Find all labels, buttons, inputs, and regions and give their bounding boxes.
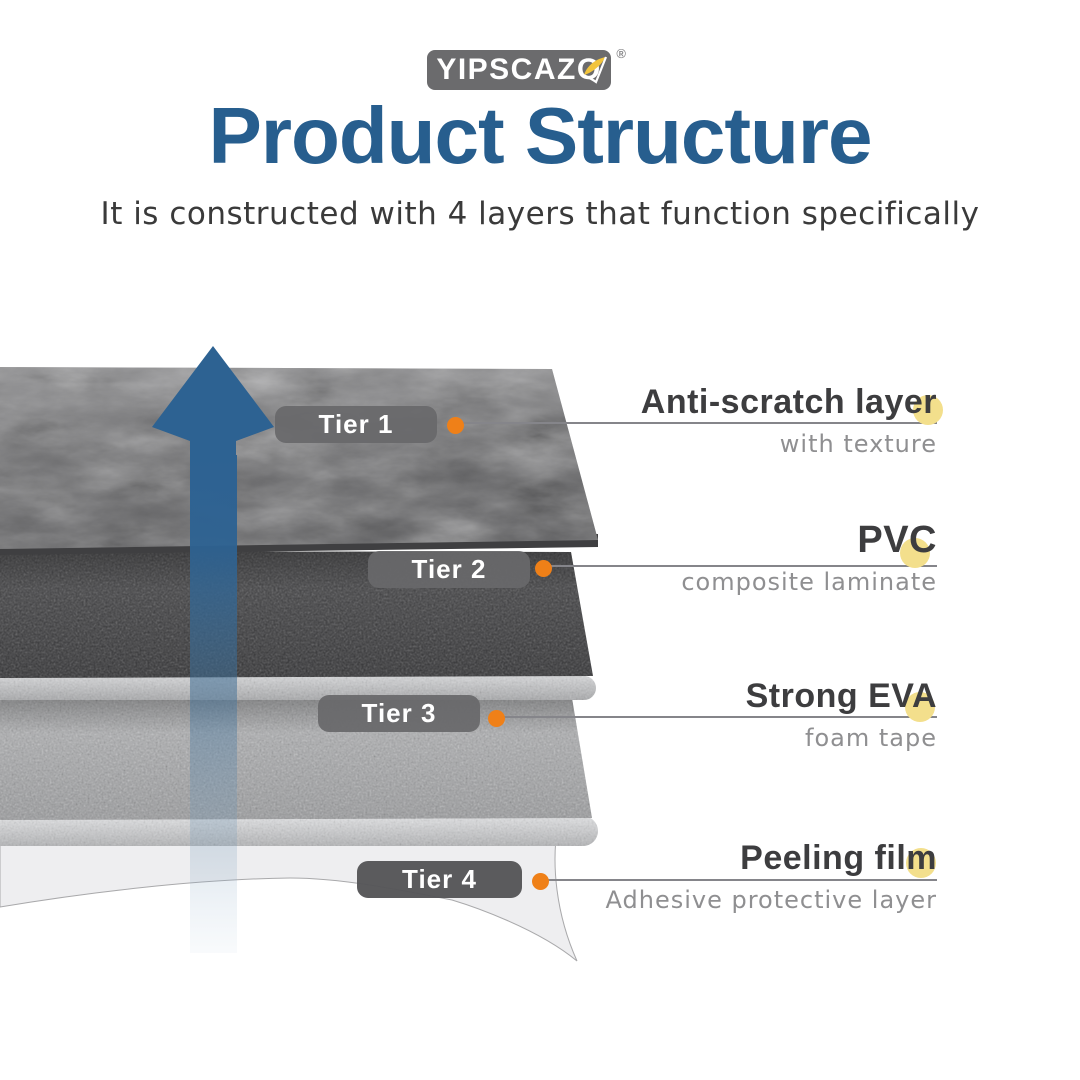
tier1-label: Anti-scratch layer [640, 383, 937, 421]
tier3-badge: Tier 3 [318, 695, 480, 732]
tier2-accent-dot-icon [900, 538, 930, 568]
logo-swoosh-icon [583, 56, 608, 84]
tier4-accent-dot-icon [906, 848, 936, 878]
tier4-badge: Tier 4 [357, 861, 522, 898]
tier4-label: Peeling film [740, 839, 937, 877]
tier2-badge: Tier 2 [368, 551, 530, 588]
tier3-label-block: Strong EVA foam tape [746, 678, 937, 752]
tier4-connector-line [541, 879, 937, 881]
tier1-label-block: Anti-scratch layer with texture [641, 384, 937, 458]
registered-mark: ® [616, 46, 626, 61]
layer1-stone [0, 367, 598, 555]
page-title: Product Structure [208, 91, 872, 180]
brand-logo: YIPSCAZO ® [427, 46, 626, 90]
layer3-eva [0, 696, 598, 846]
tier2-label-block: PVC composite laminate [681, 519, 937, 596]
tier3-connector-line [497, 716, 937, 718]
tier4-dot-icon [532, 873, 549, 890]
tier4-sublabel: Adhesive protective layer [605, 886, 937, 914]
tier2-sublabel: composite laminate [681, 568, 937, 596]
up-arrow-icon [152, 346, 274, 953]
tier2-connector-line [543, 565, 937, 567]
tier3-label: Strong EVA [745, 677, 937, 715]
tier1-dot-icon [447, 417, 464, 434]
page-subtitle: It is constructed with 4 layers that fun… [100, 196, 980, 232]
tier3-sublabel: foam tape [805, 724, 937, 752]
tier1-accent-dot-icon [913, 395, 943, 425]
tier3-dot-icon [488, 710, 505, 727]
tier3-accent-dot-icon [905, 692, 935, 722]
tier2-dot-icon [535, 560, 552, 577]
tier1-badge: Tier 1 [275, 406, 437, 443]
tier1-connector-line [455, 422, 937, 424]
tier2-label: PVC [857, 519, 937, 561]
tier4-label-block: Peeling film Adhesive protective layer [606, 840, 938, 914]
tier1-sublabel: with texture [779, 430, 937, 458]
brand-logo-text: YIPSCAZO [436, 53, 602, 86]
